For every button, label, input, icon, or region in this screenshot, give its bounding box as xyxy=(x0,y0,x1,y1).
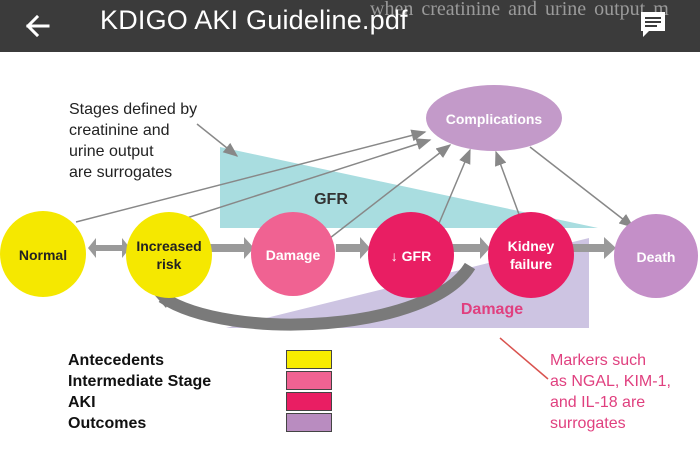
legend-label-antecedents: Antecedents xyxy=(68,352,165,369)
stage-increased-risk: Increased risk xyxy=(126,212,212,298)
arrow-gfr-failure xyxy=(452,237,490,259)
stages-note-line: creatinine and xyxy=(69,122,170,139)
legend-label-intermediate: Intermediate Stage xyxy=(68,373,212,390)
stages-note-line: urine output xyxy=(69,143,154,160)
stage-kidney-failure: Kidney failure xyxy=(488,212,574,298)
markers-note-line: as NGAL, KIM-1, xyxy=(550,373,671,390)
complications-node xyxy=(426,85,562,151)
comment-icon xyxy=(641,12,665,37)
legend-swatch-outcomes xyxy=(286,413,332,432)
stage-death-label: Death xyxy=(637,249,676,265)
stage-failure-label-2: failure xyxy=(510,256,552,272)
arrow-failure-death xyxy=(572,237,616,259)
markers-note: Markers such as NGAL, KIM-1, and IL-18 are… xyxy=(550,350,671,434)
stage-normal-label: Normal xyxy=(19,247,67,263)
markers-pointer-line xyxy=(499,337,549,380)
arrow-risk-damage xyxy=(210,237,254,259)
stage-risk-label-2: risk xyxy=(157,256,182,272)
stage-damage: Damage xyxy=(251,212,335,296)
arrow-left-icon xyxy=(25,14,50,38)
document-title: KDIGO AKI Guideline.pdf xyxy=(100,5,408,35)
stage-damage-label: Damage xyxy=(266,247,321,263)
markers-note-line: Markers such xyxy=(550,352,647,369)
legend: Antecedents Intermediate Stage AKI Outco… xyxy=(68,350,211,434)
gfr-triangle xyxy=(220,147,598,228)
markers-note-line: and IL-18 are xyxy=(550,394,646,411)
back-button[interactable] xyxy=(18,8,58,44)
legend-swatch-intermediate xyxy=(286,371,332,390)
stage-failure-label-1: Kidney xyxy=(508,238,555,254)
arrow-damage-gfr xyxy=(336,237,370,259)
arrow-note-pointer xyxy=(196,123,239,157)
aki-diagram: GFR Damage Complications xyxy=(0,85,698,380)
arrow-failure-complications xyxy=(495,150,521,218)
stage-normal: Normal xyxy=(0,211,86,297)
complications-label: Complications xyxy=(446,111,543,127)
markers-note-line: surrogates xyxy=(550,415,626,432)
gfr-label: GFR xyxy=(314,191,348,208)
stages-note: Stages defined by creatinine and urine out… xyxy=(69,99,197,183)
stage-death: Death xyxy=(614,214,698,298)
legend-swatch-antecedents xyxy=(286,350,332,369)
recovery-arrow xyxy=(158,262,476,331)
legend-swatch-aki xyxy=(286,392,332,411)
stages-note-line: are surrogates xyxy=(69,164,173,181)
stage-gfr: ↓ GFR xyxy=(368,212,454,298)
comments-button[interactable] xyxy=(633,4,673,44)
stage-gfr-label: ↓ GFR xyxy=(391,248,431,264)
stage-risk-label-1: Increased xyxy=(136,238,201,254)
legend-label-aki: AKI xyxy=(68,394,96,411)
arrow-risk-complications xyxy=(167,138,432,225)
arrow-damage-complications xyxy=(329,144,452,239)
arrow-normal-risk xyxy=(88,238,130,258)
stages-note-line: Stages defined by xyxy=(69,101,198,118)
pdf-page: GFR Damage Complications xyxy=(0,52,700,449)
background-document-text: when creatinine and urine output m xyxy=(370,0,669,20)
damage-label: Damage xyxy=(461,301,523,318)
app-bar: when creatinine and urine output m KDIGO… xyxy=(0,0,700,52)
arrow-normal-complications xyxy=(75,129,427,223)
arrow-complications-death xyxy=(529,146,635,228)
legend-label-outcomes: Outcomes xyxy=(68,415,147,432)
